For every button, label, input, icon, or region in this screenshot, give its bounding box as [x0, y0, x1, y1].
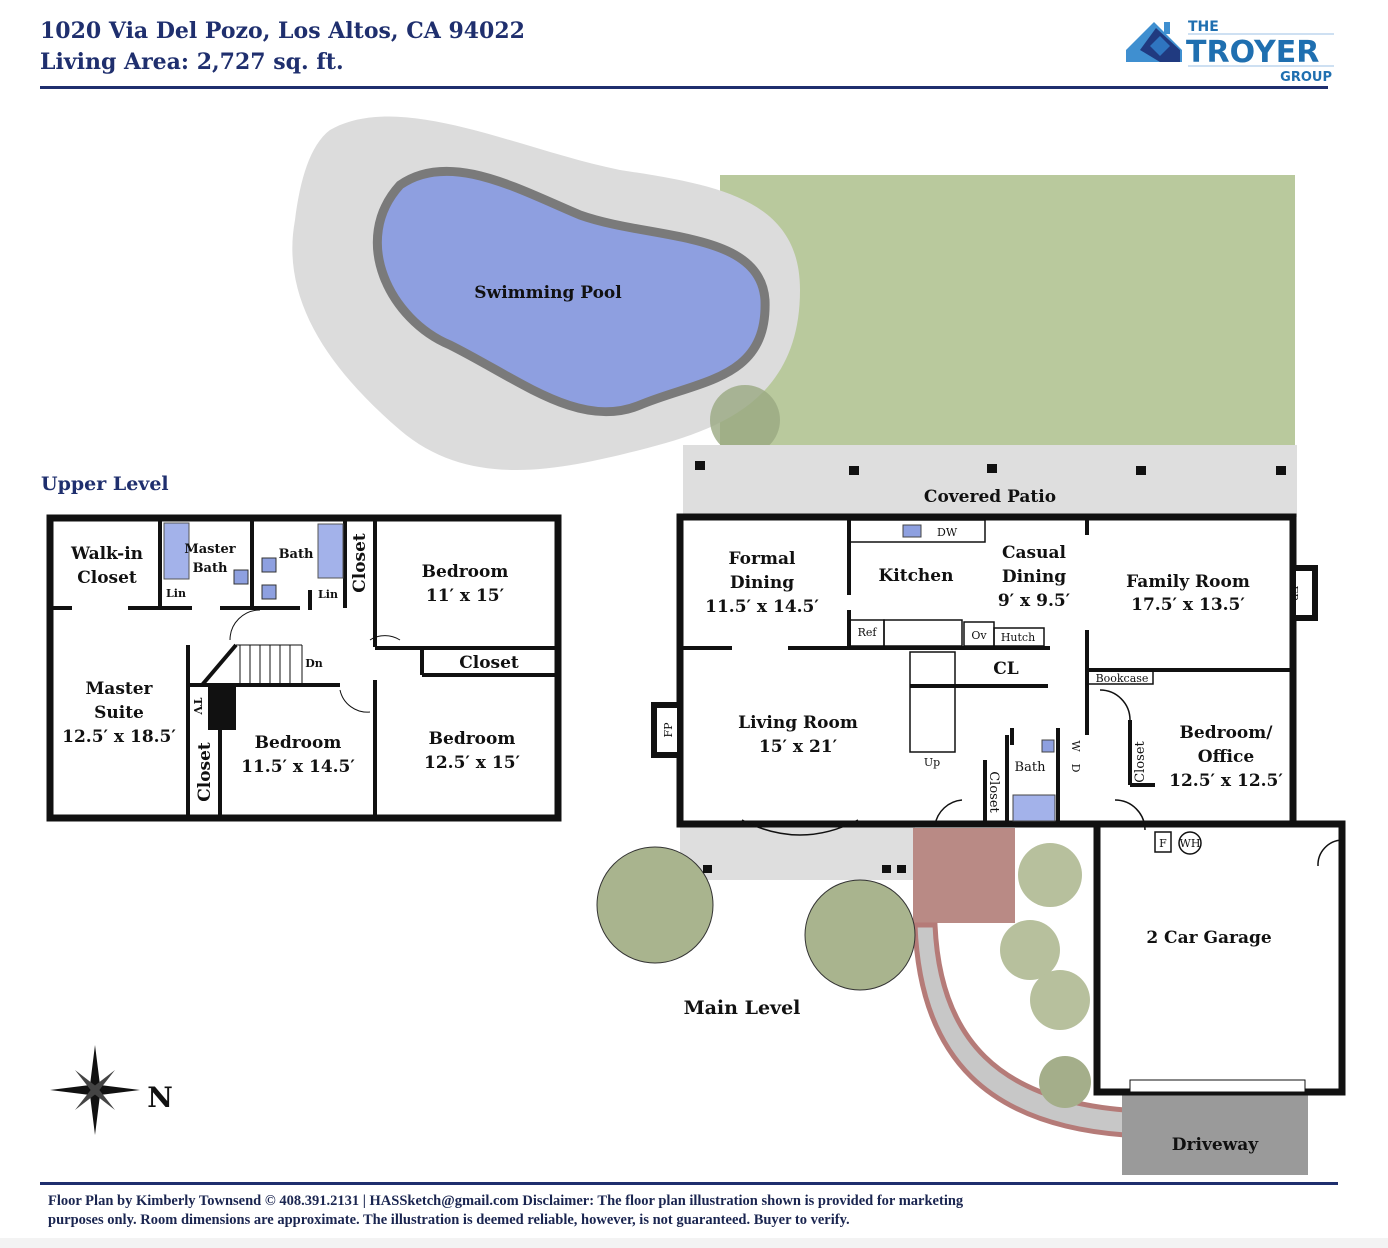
swimming-pool [372, 166, 770, 417]
family-room-dim: 17.5′ x 13.5′ [1131, 595, 1245, 615]
refrigerator-label: Ref [858, 626, 878, 639]
furnace-label: F [1159, 837, 1167, 850]
bottom-band [0, 1238, 1388, 1248]
main-level-title: Main Level [684, 997, 801, 1019]
fireplace-label: FP [1287, 585, 1300, 601]
coat-closet-label: CL [993, 659, 1019, 679]
dryer-label: D [1069, 764, 1082, 773]
linen-label-2: Lin [318, 588, 338, 601]
compass-rose-icon [50, 1045, 140, 1135]
office-dim: 12.5′ x 12.5′ [1169, 771, 1283, 791]
water-heater-label: WH [1180, 837, 1201, 850]
family-room-label: Family Room [1126, 572, 1250, 592]
address-title: 1020 Via Del Pozo, Los Altos, CA 94022 [40, 18, 525, 44]
logo-troyer: TROYER [1186, 35, 1319, 70]
casual-dining-dim: 9′ x 9.5′ [998, 591, 1071, 611]
main-level-plan [651, 513, 1346, 1096]
linen-label: Lin [166, 587, 186, 600]
footer-line-1: Floor Plan by Kimberly Townsend © 408.39… [48, 1193, 964, 1209]
bath-label: Bath [1015, 760, 1047, 775]
stairs-down-label: Dn [305, 657, 323, 670]
hutch-label: Hutch [1001, 631, 1035, 644]
office-label-2: Office [1198, 747, 1255, 767]
casual-dining-label-2: Dining [1002, 567, 1066, 587]
walkin-closet-label-2: Closet [77, 568, 137, 588]
casual-dining-label: Casual [1002, 543, 1066, 563]
living-room-dim: 15′ x 21′ [759, 737, 838, 757]
master-bath-label: Master [184, 542, 235, 557]
covered-patio [683, 445, 1297, 517]
shrub [1030, 970, 1090, 1030]
closet-label-2: Closet [1133, 740, 1148, 782]
garage-label: 2 Car Garage [1146, 928, 1272, 948]
footer-rule [40, 1182, 1338, 1185]
walkin-closet-label: Walk-in [70, 544, 143, 564]
lawn [720, 175, 1295, 445]
office-label: Bedroom/ [1180, 723, 1274, 743]
bedroom-2-label: Bedroom [255, 733, 342, 753]
dishwasher-label: DW [937, 526, 958, 539]
formal-dining-label-2: Dining [730, 573, 794, 593]
closet-label: Closet [350, 533, 370, 593]
bedroom-1-label: Bedroom [422, 562, 509, 582]
north-label: N [147, 1081, 173, 1114]
upper-level-title: Upper Level [41, 473, 169, 495]
bath-label: Bath [279, 547, 314, 562]
closet-label-2: Closet [459, 653, 519, 673]
shrub [1000, 920, 1060, 980]
logo-the: THE [1188, 19, 1219, 35]
formal-dining-dim: 11.5′ x 14.5′ [705, 597, 819, 617]
driveway [1122, 1095, 1308, 1175]
footer-line-2: purposes only. Room dimensions are appro… [48, 1212, 850, 1228]
formal-dining-label: Formal [729, 549, 796, 569]
living-area: Living Area: 2,727 sq. ft. [40, 49, 344, 75]
brick-entry [913, 828, 1015, 923]
closet-label-3: Closet [195, 742, 215, 802]
master-suite-dim: 12.5′ x 18.5′ [62, 727, 176, 747]
bedroom-3-dim: 12.5′ x 15′ [424, 753, 521, 773]
patio-label: Covered Patio [924, 487, 1056, 507]
living-room-label: Living Room [738, 713, 858, 733]
pool-label: Swimming Pool [474, 283, 622, 303]
closet-label: Closet [986, 771, 1001, 813]
bedroom-3-label: Bedroom [429, 729, 516, 749]
master-bath-label-2: Bath [193, 561, 228, 576]
patio-posts [695, 461, 1286, 475]
troyer-group-logo: THE TROYER GROUP [1126, 14, 1336, 86]
master-suite-label-2: Suite [94, 703, 144, 723]
header-rule [40, 86, 1328, 89]
logo-group: GROUP [1280, 70, 1332, 85]
shrub [1039, 1056, 1091, 1108]
bookcase-label: Bookcase [1096, 672, 1149, 685]
shrub [710, 385, 780, 455]
driveway-label: Driveway [1172, 1135, 1260, 1155]
fireplace-label-2: FP [662, 722, 675, 738]
kitchen-label: Kitchen [879, 566, 954, 586]
washer-label: W [1069, 740, 1082, 752]
master-suite-label: Master [85, 679, 153, 699]
bedroom-1-dim: 11′ x 15′ [426, 586, 505, 606]
tv-label: TV [191, 698, 204, 715]
oven-label: Ov [971, 629, 987, 642]
stairs-up-label: Up [924, 756, 940, 769]
shrub [1018, 843, 1082, 907]
tree [804, 879, 916, 991]
bedroom-2-dim: 11.5′ x 14.5′ [241, 757, 355, 777]
front-porch [680, 825, 915, 880]
house-logo-icon [1126, 22, 1182, 62]
tree [596, 846, 714, 964]
upper-level-plan [46, 514, 562, 822]
